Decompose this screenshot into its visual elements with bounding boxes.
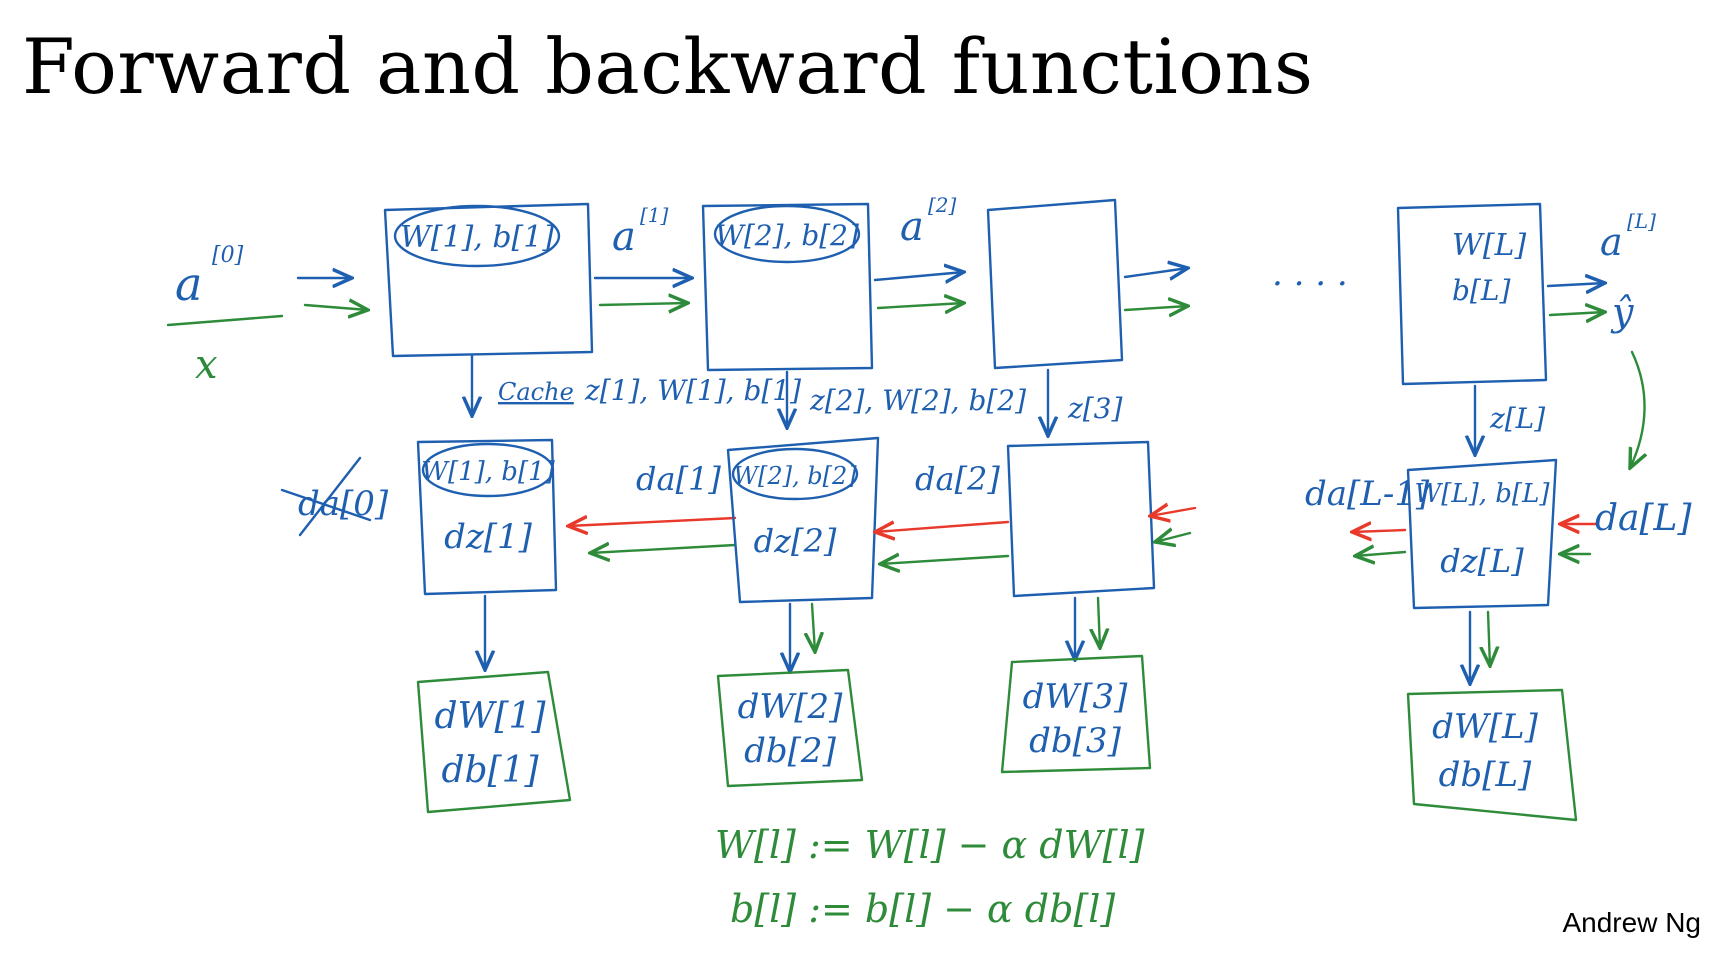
- dzL-label: dz[L]: [1440, 542, 1524, 580]
- forward-params-L-w: W[L]: [1452, 228, 1526, 263]
- forward-params-1: W[1], b[1]: [400, 220, 554, 255]
- fw-green-arrow-L-out: [1548, 312, 1605, 315]
- fw-green-arrow-2-3: [876, 303, 964, 308]
- loss-curve-arrow: [1630, 350, 1645, 468]
- bw-red-arrow-2-1: [568, 518, 737, 526]
- svg-text:a: a: [612, 214, 636, 260]
- grad-green-arrow-2: [812, 602, 815, 652]
- db3-label: db[3]: [1029, 721, 1121, 761]
- bw-green-arrow-in-3: [1155, 533, 1192, 542]
- backward-block-1: [416, 438, 558, 596]
- daL-label: da[L]: [1595, 498, 1692, 539]
- dz1-label: dz[1]: [444, 517, 533, 557]
- bw-red-arrow-in-3: [1150, 508, 1197, 516]
- gradient-box-2: [716, 668, 864, 788]
- input-x-label: x: [195, 342, 218, 388]
- da2-label: da[2]: [915, 460, 1000, 498]
- backward-block-2: [726, 436, 880, 604]
- fw-green-arrow-1-2: [598, 303, 688, 305]
- daLm1-label: da[L-1]: [1305, 474, 1430, 514]
- dW3-label: dW[3]: [1023, 677, 1129, 717]
- gradient-box-L: [1406, 688, 1578, 822]
- cache-label-2: z[2], W[2], b[2]: [809, 384, 1026, 417]
- backward-block-3: [1006, 440, 1156, 598]
- params-ellipse-2: [713, 204, 861, 264]
- forward-block-L: [1396, 202, 1548, 386]
- svg-text:da[0]: da[0]: [298, 484, 389, 524]
- bw-red-arrow-L-out: [1352, 530, 1407, 532]
- svg-text:a: a: [1600, 220, 1623, 264]
- bw-params-ellipse-1: [421, 442, 555, 498]
- bw-params-ellipse-2: [731, 447, 859, 501]
- forward-block-2: [701, 202, 874, 372]
- author-credit: Andrew Ng: [1562, 907, 1701, 938]
- params-ellipse-1: [393, 204, 561, 268]
- update-rule-b: b[l] := b[l] − α db[l]: [730, 887, 1115, 931]
- activation-a2-label: a [2]: [900, 193, 957, 250]
- output-aL-label: a [L]: [1600, 209, 1656, 264]
- gradient-box-1: [416, 670, 572, 814]
- cache-label-L: z[L]: [1489, 402, 1545, 435]
- db1-label: db[1]: [441, 750, 539, 791]
- gradient-box-3: [1000, 654, 1152, 774]
- svg-text:[2]: [2]: [928, 193, 957, 217]
- backward-params-1: W[1], b[1]: [421, 457, 555, 487]
- da1-label: da[1]: [636, 460, 721, 498]
- grad-green-arrow-3: [1098, 596, 1100, 648]
- dbL-label: db[L]: [1439, 755, 1532, 795]
- backward-block-L: [1406, 458, 1558, 610]
- bw-green-arrow-2-1: [590, 545, 737, 553]
- dW1-label: dW[1]: [434, 696, 546, 737]
- activation-a1-label: a [1]: [612, 203, 669, 260]
- dz2-label: dz[2]: [754, 522, 837, 560]
- fw-green-arrow-input: [303, 305, 368, 310]
- svg-text:[L]: [L]: [1627, 209, 1656, 233]
- update-rule-w: W[l] := W[l] − α dW[l]: [715, 823, 1145, 867]
- cache-label-1: z[1], W[1], b[1]: [584, 374, 801, 407]
- bw-green-arrow-3-2: [880, 556, 1010, 564]
- ellipsis: . . . .: [1272, 254, 1348, 294]
- da0-crossed-label: da[0]: [280, 456, 389, 537]
- bw-red-arrow-3-2: [875, 522, 1010, 532]
- input-a0-label: a [0]: [175, 243, 244, 311]
- forward-params-L-b: b[L]: [1452, 274, 1510, 307]
- backward-params-2: W[2], b[2]: [733, 462, 857, 490]
- db2-label: db[2]: [744, 731, 836, 771]
- bw-green-arrow-L-out: [1355, 552, 1407, 556]
- output-yhat-label: ŷ: [1610, 290, 1634, 334]
- forward-block-1: [383, 202, 594, 358]
- fw-arrow-2-3: [873, 272, 964, 280]
- forward-params-2: W[2], b[2]: [715, 219, 859, 252]
- svg-text:[0]: [0]: [212, 243, 244, 268]
- svg-text:a: a: [175, 257, 202, 311]
- fw-arrow-L-out: [1546, 283, 1605, 286]
- fraction-line: [166, 314, 284, 327]
- cache-label-3: z[3]: [1067, 392, 1122, 425]
- svg-text:[1]: [1]: [640, 203, 669, 227]
- grad-green-arrow-L: [1488, 610, 1490, 666]
- dWL-label: dW[L]: [1432, 707, 1539, 747]
- forward-block-3: [986, 198, 1124, 370]
- dW2-label: dW[2]: [738, 687, 844, 727]
- fw-arrow-3-out: [1123, 268, 1188, 277]
- cache-word: Cache: [498, 378, 574, 406]
- backward-params-L: W[L], b[L]: [1414, 479, 1550, 509]
- svg-text:a: a: [900, 204, 924, 250]
- slide-title: Forward and backward functions: [22, 22, 1314, 111]
- fw-green-arrow-3-out: [1123, 306, 1188, 310]
